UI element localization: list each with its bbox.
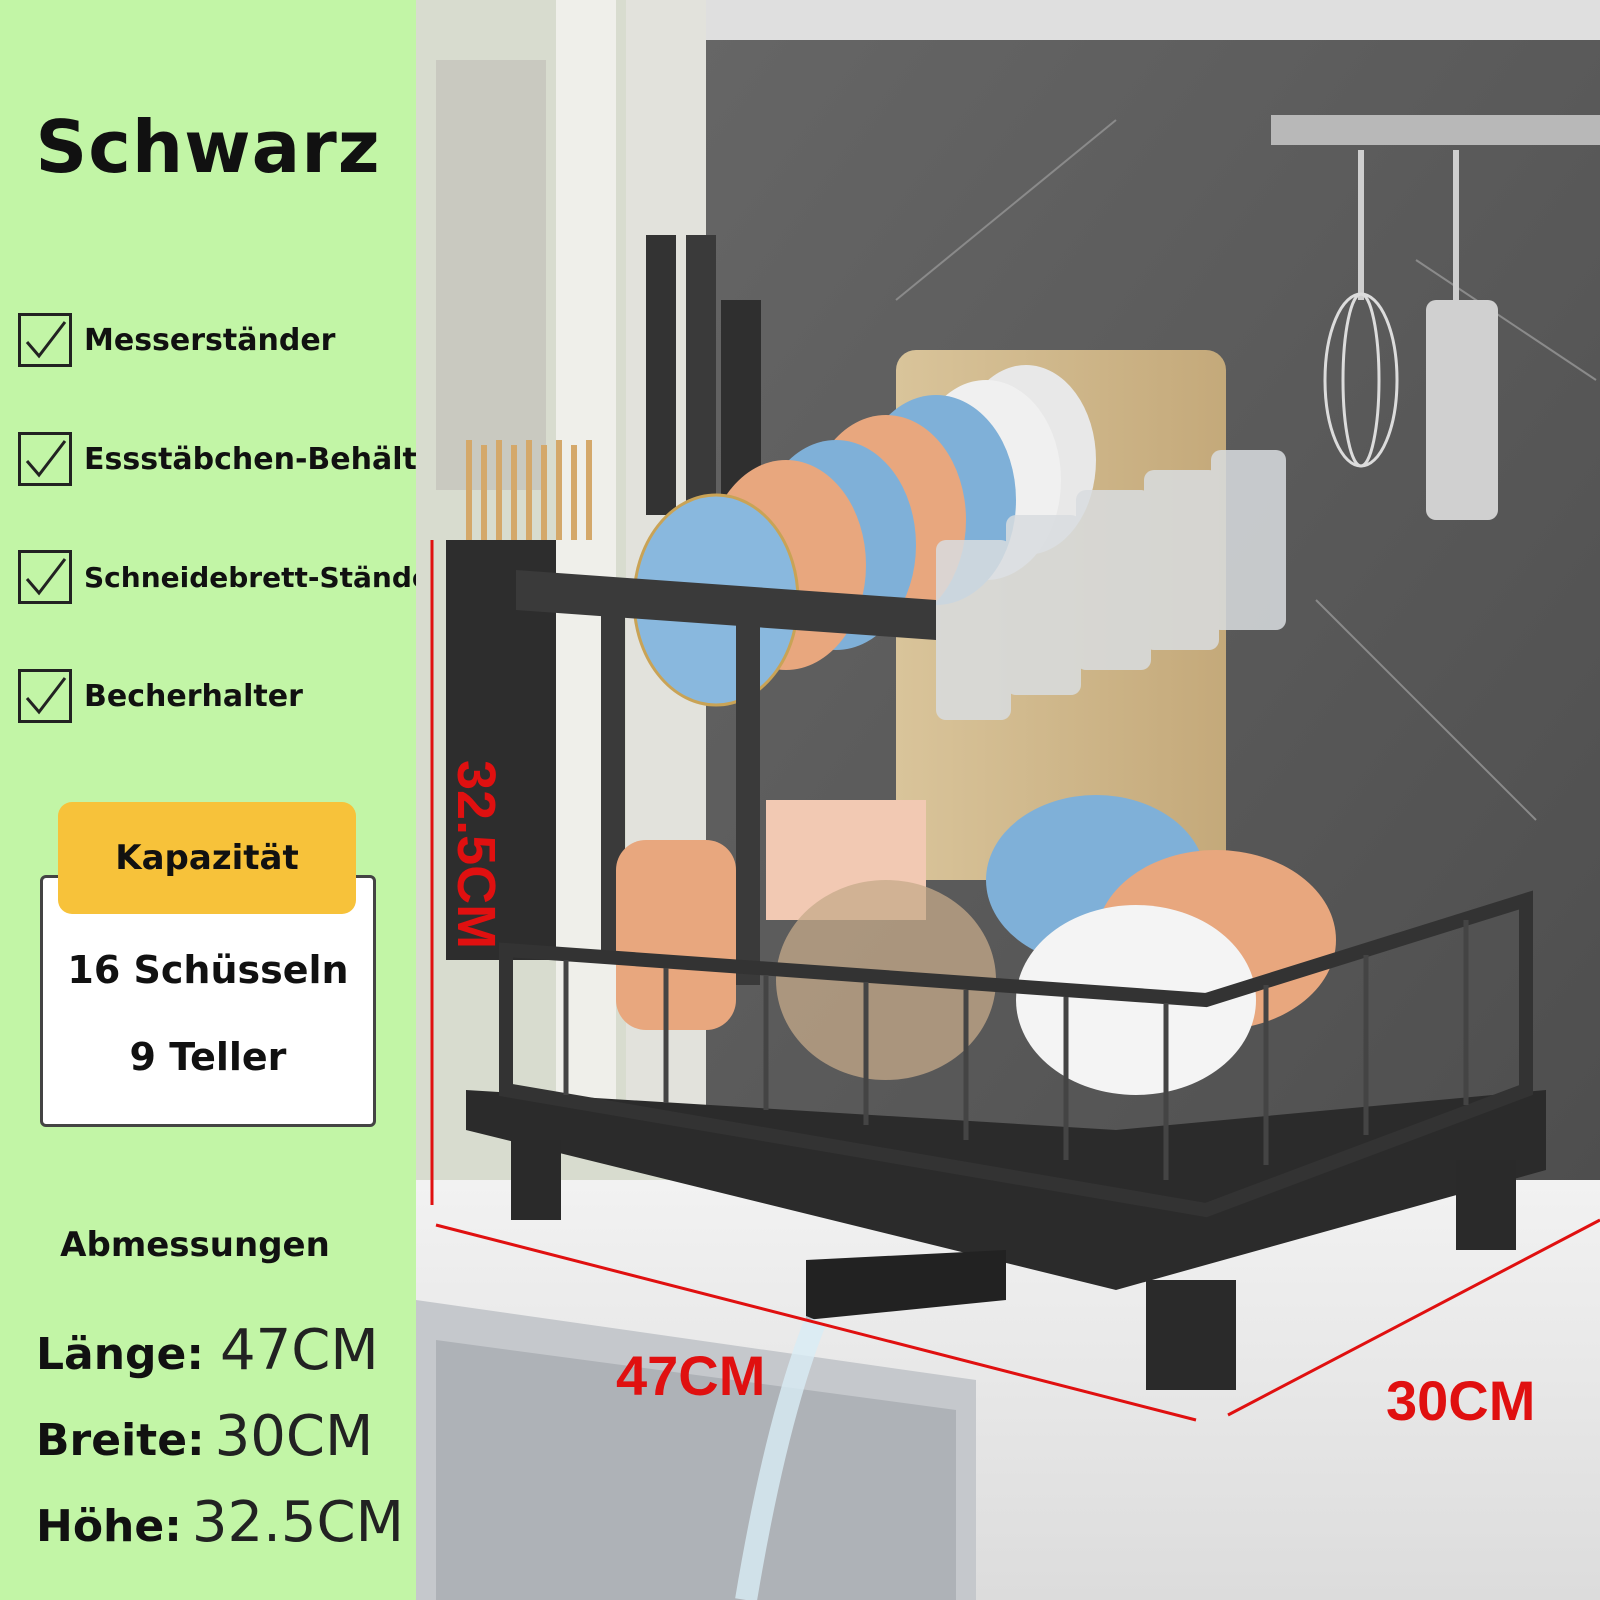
dimension-value: 32.5CM xyxy=(191,1490,404,1555)
cups xyxy=(936,450,1286,720)
product-photo: 47CM 30CM 32.5CM xyxy=(416,0,1600,1600)
chopsticks xyxy=(466,440,592,540)
checkmark-icon xyxy=(18,669,72,723)
upper-rack xyxy=(516,570,936,640)
drain-spout xyxy=(806,1250,1006,1320)
feature-item-chopstick-holder: Essstäbchen-Behälter xyxy=(18,429,452,489)
dimension-label: Höhe: xyxy=(36,1501,182,1552)
feature-label: Schneidebrett-Ständer xyxy=(84,560,445,594)
capacity-header: Kapazität xyxy=(58,802,356,914)
height-measurement: 32.5CM xyxy=(446,760,506,949)
feature-label: Essstäbchen-Behälter xyxy=(84,441,452,477)
dimension-height: Höhe: 32.5CM xyxy=(36,1490,404,1555)
lower-rack xyxy=(499,890,1533,1218)
dimension-label: Breite: xyxy=(36,1415,205,1466)
length-measurement: 47CM xyxy=(616,1344,765,1407)
feature-label: Becherhalter xyxy=(84,678,303,714)
dish-rack-illustration: 47CM 30CM 32.5CM xyxy=(416,0,1600,1600)
dimension-value: 30CM xyxy=(214,1404,374,1469)
measurement-lines xyxy=(430,540,1600,1422)
checkmark-icon xyxy=(18,432,72,486)
dimension-length: Länge: 47CM xyxy=(36,1318,379,1383)
color-title: Schwarz xyxy=(35,105,381,189)
dimension-label: Länge: xyxy=(36,1329,204,1380)
dish-rack xyxy=(446,235,1546,1600)
dimensions-title: Abmessungen xyxy=(60,1225,330,1265)
info-panel: Schwarz Messerständer Essstäbchen-Behält… xyxy=(0,0,452,1600)
checkmark-icon xyxy=(18,550,72,604)
checkmark-icon xyxy=(18,313,72,367)
feature-item-cup-holder: Becherhalter xyxy=(18,666,303,726)
whisk-icon xyxy=(1323,150,1399,468)
feature-label: Messerständer xyxy=(84,322,336,358)
capacity-plates: 9 Teller xyxy=(129,1035,287,1079)
dimension-value: 47CM xyxy=(220,1318,379,1383)
width-measurement: 30CM xyxy=(1386,1369,1535,1432)
utensil-rail xyxy=(1271,115,1600,145)
feature-item-cutting-board-stand: Schneidebrett-Ständer xyxy=(18,547,445,607)
feature-item-knife-holder: Messerständer xyxy=(18,310,335,370)
capacity-box xyxy=(40,875,376,1127)
drip-tray xyxy=(466,1090,1546,1290)
dimension-width: Breite: 30CM xyxy=(36,1404,373,1469)
capacity-bowls: 16 Schüsseln xyxy=(67,948,349,992)
grater-icon xyxy=(1426,150,1498,520)
